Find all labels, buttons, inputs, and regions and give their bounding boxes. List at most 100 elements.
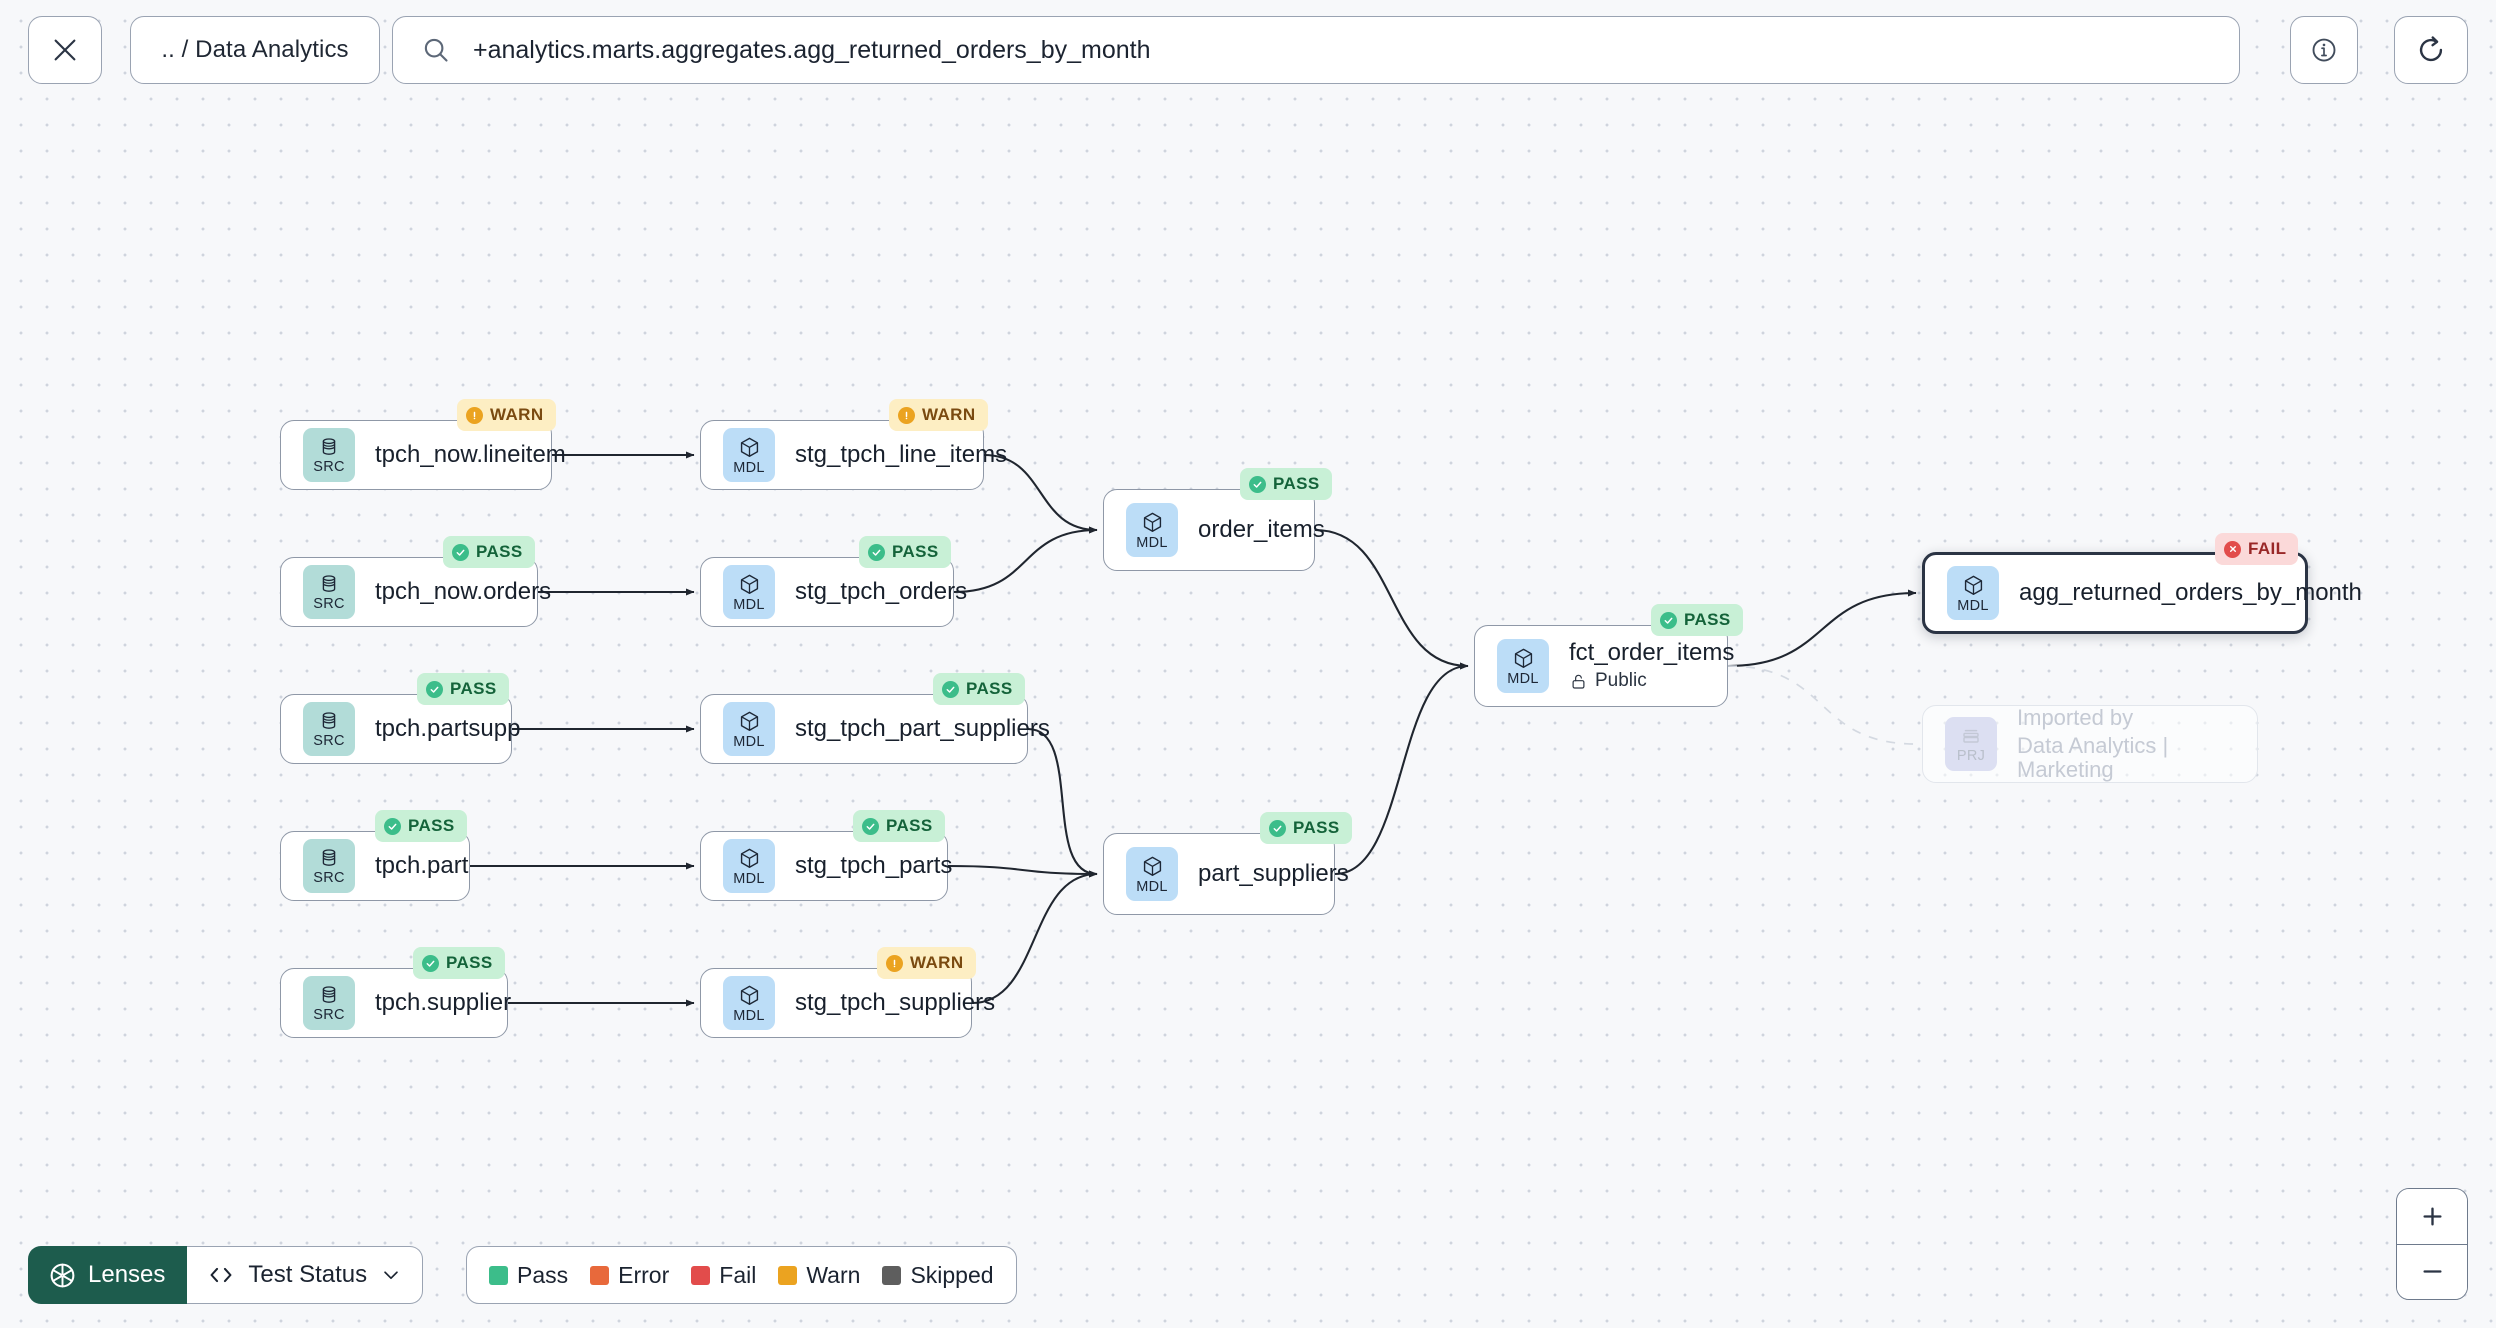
minus-icon: [2422, 1270, 2442, 1273]
node-type-badge-mdl: MDL: [1126, 847, 1178, 901]
node-title: tpch.part: [375, 851, 469, 879]
status-badge-pass[interactable]: PASS: [413, 947, 505, 979]
node-title: tpch_now.orders: [375, 577, 552, 605]
legend-swatch: [778, 1265, 798, 1285]
node-title: agg_returned_orders_by_month: [2019, 578, 2362, 606]
node-title: stg_tpch_line_items: [795, 440, 1008, 468]
status-badge-warn[interactable]: WARN: [457, 399, 556, 431]
legend-item-skipped[interactable]: Skipped: [882, 1262, 994, 1289]
check-icon: [388, 823, 397, 830]
node-type-badge-mdl: MDL: [723, 428, 775, 482]
graph-edge-fct_order_items-to-agg_returned_orders_by_month: [1727, 589, 1917, 668]
breadcrumb-button[interactable]: .. / Data Analytics: [130, 16, 380, 84]
status-badge-pass[interactable]: PASS: [1260, 812, 1352, 844]
status-label: PASS: [886, 816, 933, 835]
zoom-out-button[interactable]: [2397, 1243, 2467, 1299]
status-dot: [2224, 540, 2241, 558]
status-badge-warn[interactable]: WARN: [889, 399, 988, 431]
node-type-badge-mdl: MDL: [723, 702, 775, 756]
node-type-label: MDL: [1136, 534, 1168, 551]
legend-swatch: [590, 1265, 610, 1285]
node-text: tpch_now.lineitem: [375, 441, 566, 468]
node-text: stg_tpch_line_items: [795, 440, 1008, 468]
status-badge-pass[interactable]: PASS: [933, 673, 1025, 705]
status-dot: [942, 680, 959, 698]
refresh-button[interactable]: [2394, 16, 2468, 84]
status-badge-pass[interactable]: PASS: [443, 536, 535, 568]
search-input[interactable]: +analytics.marts.aggregates.agg_returned…: [392, 16, 2240, 84]
cube-icon: [740, 985, 758, 1005]
status-badge-pass[interactable]: PASS: [375, 810, 467, 842]
node-type-label: SRC: [313, 733, 345, 750]
close-button[interactable]: [28, 16, 102, 84]
status-label: PASS: [446, 953, 493, 972]
graph-node-tpch_partsupp[interactable]: SRC tpch.partsupp PASS: [280, 673, 520, 764]
status-label: PASS: [408, 816, 455, 835]
node-type-badge-mdl: MDL: [1497, 639, 1549, 693]
node-type-badge-mdl: MDL: [723, 839, 775, 893]
status-label: WARN: [922, 405, 976, 424]
test-status-dropdown[interactable]: Test Status: [187, 1246, 424, 1304]
status-badge-pass[interactable]: PASS: [1240, 468, 1332, 500]
node-text: tpch.partsupp: [375, 715, 520, 742]
status-dot: [1249, 475, 1266, 493]
graph-node-tpch_part[interactable]: SRC tpch.part PASS: [280, 810, 470, 901]
graph-edge-stg_tpch_orders-to-order_items: [953, 526, 1098, 594]
status-badge-pass[interactable]: PASS: [853, 810, 945, 842]
node-title: stg_tpch_suppliers: [795, 988, 996, 1016]
status-badge-warn[interactable]: WARN: [877, 947, 976, 979]
status-dot: [422, 954, 439, 972]
status-badge-pass[interactable]: PASS: [1651, 604, 1743, 636]
status-badge-pass[interactable]: PASS: [417, 673, 509, 705]
node-text: fct_order_items Public: [1569, 639, 1735, 691]
node-title: fct_order_items: [1569, 639, 1735, 667]
legend-swatch: [489, 1265, 508, 1285]
check-icon: [1664, 617, 1673, 624]
node-type-label: SRC: [313, 1007, 345, 1024]
graph-node-fct_order_items[interactable]: MDL fct_order_items Public PASS: [1474, 604, 1743, 707]
aperture-icon: [50, 1263, 75, 1287]
zoom-controls: [2396, 1188, 2468, 1300]
node-text: tpch.supplier: [375, 989, 511, 1016]
cube-icon: [1964, 575, 1982, 595]
zoom-in-button[interactable]: [2397, 1189, 2467, 1244]
check-icon: [456, 549, 465, 556]
graph-node-stg_tpch_suppliers[interactable]: MDL stg_tpch_suppliers WARN: [700, 947, 996, 1038]
legend-label: Pass: [517, 1261, 569, 1288]
node-subtitle-label: Data Analytics | Marketing: [2017, 732, 2169, 783]
status-label: PASS: [892, 542, 939, 561]
legend-item-warn[interactable]: Warn: [778, 1262, 860, 1289]
graph-node-tpch_supplier[interactable]: SRC tpch.supplier PASS: [280, 947, 511, 1038]
node-type-label: MDL: [1957, 597, 1989, 614]
lenses-button[interactable]: Lenses: [28, 1246, 188, 1304]
status-dot: [466, 406, 483, 424]
node-type-label: SRC: [313, 870, 345, 887]
legend-item-error[interactable]: Error: [590, 1262, 669, 1289]
status-legend: Pass Error Fail Warn Skipped: [466, 1246, 1017, 1304]
legend-label: Warn: [806, 1261, 861, 1288]
cube-icon: [740, 711, 758, 731]
info-button[interactable]: [2290, 16, 2358, 84]
legend-item-fail[interactable]: Fail: [691, 1262, 756, 1289]
graph-node-stg_tpch_parts[interactable]: MDL stg_tpch_parts PASS: [700, 810, 953, 901]
cube-icon: [1143, 856, 1161, 876]
node-type-label: MDL: [733, 1007, 765, 1024]
exclamation-icon: [905, 411, 908, 419]
graph-node-agg_returned_orders_by_month[interactable]: MDL agg_returned_orders_by_month FAIL: [1922, 533, 2362, 634]
status-badge-fail[interactable]: FAIL: [2215, 533, 2299, 565]
node-title: stg_tpch_parts: [795, 851, 953, 879]
node-subtitle: Data Analytics | Marketing: [2017, 732, 2257, 783]
legend-item-pass[interactable]: Pass: [489, 1262, 568, 1289]
cube-icon: [740, 848, 758, 868]
status-badge-pass[interactable]: PASS: [859, 536, 951, 568]
info-circle-icon: [2312, 38, 2336, 62]
graph-node-stg_tpch_line_items[interactable]: MDL stg_tpch_line_items WARN: [700, 399, 1008, 490]
